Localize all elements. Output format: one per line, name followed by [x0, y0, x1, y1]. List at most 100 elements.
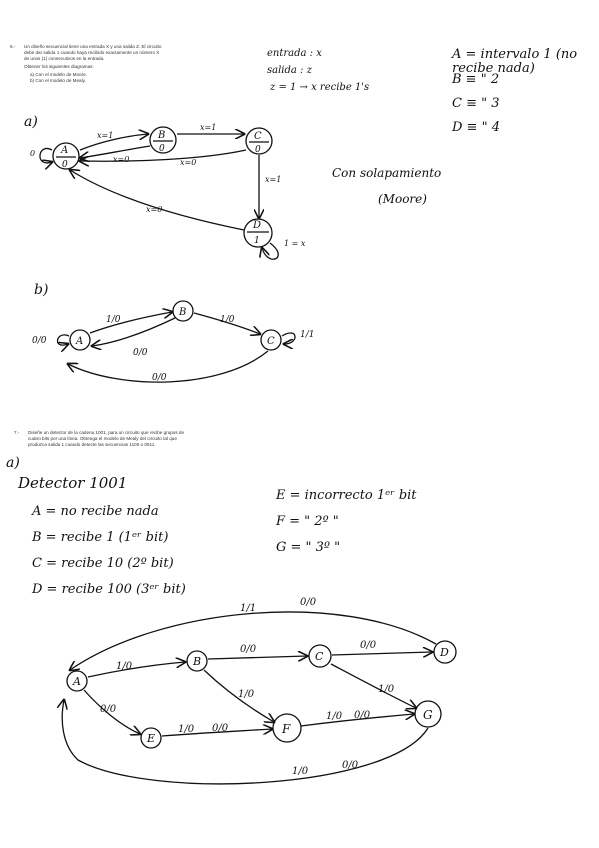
state-def-A: A = intervalo 1 (no recibe nada) — [452, 47, 578, 76]
mealy-edge-BA — [92, 317, 176, 346]
graph-edge-BF — [203, 669, 274, 722]
def-G: G = " 3º " — [276, 540, 341, 555]
graph-C-label: C — [315, 650, 324, 663]
mealy-BA-label: 0/0 — [133, 348, 148, 358]
moore-A-name: A — [60, 145, 68, 156]
graph-F-label: F — [281, 722, 291, 736]
mealy-edge-AB — [89, 312, 172, 334]
def-E: E = incorrecto 1ᵉʳ bit — [276, 488, 417, 503]
mealy-CA-label: 0/0 — [152, 373, 167, 383]
def-B: B = recibe 1 (1ᵉʳ bit) — [32, 530, 169, 545]
moore-state-B — [149, 126, 177, 154]
graph-E-label: E — [146, 732, 155, 745]
problem7-part-a: a) — [6, 455, 20, 471]
problem6-item-b: b) Con el modelo de Mealy. — [30, 78, 86, 83]
graph-state-C — [308, 644, 332, 668]
mealy-edge-BC — [193, 312, 260, 334]
moore-edge-DA — [70, 170, 245, 231]
problem6-item-a: a) Con el modelo de Moore. — [30, 72, 87, 77]
part-b-label: b) — [34, 282, 49, 298]
moore-D-out: 1 — [254, 236, 260, 246]
moore-B-name: B — [157, 130, 165, 141]
graph-edge-BC — [207, 656, 307, 659]
problem6-line3: de unos (1) consecutivos en la entrada. — [24, 56, 105, 61]
problem7-line2: cuatro bits por una línea. Obtenga el mo… — [28, 436, 177, 441]
problem6-line2: debe dar salida 1 cuando haya recibido e… — [24, 50, 160, 55]
mealy-BC-label: 1/0 — [220, 315, 235, 325]
graph-state-E — [140, 727, 162, 749]
graph-A-label: A — [72, 675, 81, 688]
graph-DA-label-1: 1/1 — [240, 603, 256, 614]
state-def-C: C ≡ " 3 — [452, 96, 500, 111]
graph-EF-label-2: 0/0 — [212, 723, 229, 734]
graph-GA-label-1: 1/0 — [292, 766, 309, 777]
moore-CA-label: x=0 — [180, 158, 196, 167]
graph-state-B — [186, 650, 208, 672]
mealy-B-label: B — [178, 307, 186, 318]
graph-D-label: D — [439, 646, 449, 659]
graph-G-label: G — [423, 708, 433, 722]
detector-title: Detector 1001 — [18, 474, 128, 492]
graph-edge-CD — [331, 652, 432, 655]
moore-A-out: 0 — [62, 160, 68, 170]
part-a-label: a) — [24, 114, 38, 130]
graph-AE-label: 0/0 — [100, 704, 117, 715]
graph-B-label: B — [192, 655, 201, 668]
graph-edge-AB — [87, 662, 185, 678]
mealy-edge-CA — [68, 350, 269, 383]
moore-note-1: Con solapamiento — [332, 166, 442, 180]
graph-CG-label: 1/0 — [378, 684, 395, 695]
def-C: C = recibe 10 (2º bit) — [32, 556, 174, 571]
graph-FG-label-2: 0/0 — [354, 710, 371, 721]
mealy-self-C — [281, 332, 296, 344]
graph-GA-label-2: 0/0 — [342, 760, 359, 771]
moore-edge-CA — [80, 149, 247, 161]
moore-C-name: C — [254, 131, 262, 142]
mealy-diagram — [56, 300, 296, 383]
graph-state-D — [433, 640, 457, 664]
problem7-number: 7.- — [14, 430, 20, 435]
moore-edge-AB — [79, 134, 148, 151]
graph-edge-GA — [62, 700, 429, 785]
problem6-number: 6.- — [10, 44, 16, 49]
moore-AB-label: x=1 — [97, 131, 113, 140]
moore-D-name: D — [252, 220, 261, 231]
moore-DA-label: x=0 — [146, 205, 162, 214]
graph-BC-label: 0/0 — [240, 644, 257, 655]
moore-self-A — [39, 147, 52, 162]
mealy-self-A-label: 0/0 — [32, 336, 47, 346]
note-input: entrada : x — [267, 48, 322, 59]
graph-edge-AE — [83, 689, 140, 734]
problem7-line1: Diseñe un detector de la cadena 1001, pa… — [28, 430, 185, 435]
graph-BF-label: 1/0 — [238, 689, 255, 700]
detector-diagram — [62, 611, 457, 785]
graph-edge-CG — [330, 663, 416, 708]
moore-self-A-label: 0 — [30, 149, 35, 158]
graph-edge-EF — [161, 729, 272, 737]
graph-CD-label: 0/0 — [360, 640, 377, 651]
note-output: salida : z — [267, 65, 312, 76]
mealy-state-C — [260, 329, 282, 351]
state-def-D: D ≡ " 4 — [452, 120, 500, 135]
def-A: A = no recibe nada — [32, 504, 159, 519]
graph-AB-label: 1/0 — [116, 661, 133, 672]
problem6-line1: Un diseño secuencial tiene una entrada X… — [24, 44, 162, 49]
mealy-self-A — [56, 334, 69, 345]
mealy-AB-label: 1/0 — [106, 315, 121, 325]
mealy-self-C-label: 1/1 — [300, 330, 314, 340]
graph-edge-FG — [300, 714, 414, 727]
moore-self-D-label: 1 = x — [284, 239, 306, 248]
def-F: F = " 2º " — [276, 514, 339, 529]
graph-FG-label-1: 1/0 — [326, 711, 343, 722]
moore-BA-label: x=0 — [113, 155, 129, 164]
note-rule: z = 1 → x recibe 1's — [270, 82, 370, 93]
state-def-B: B ≡ " 2 — [452, 72, 500, 87]
moore-diagram — [39, 126, 279, 260]
problem7-line3: produzca salida 1 cuando detecte las sec… — [28, 442, 156, 447]
mealy-A-label: A — [75, 336, 83, 347]
graph-DA-label-2: 0/0 — [300, 597, 317, 608]
moore-C-out: 0 — [255, 145, 261, 155]
moore-note-2: (Moore) — [378, 192, 427, 206]
moore-B-out: 0 — [159, 144, 165, 154]
